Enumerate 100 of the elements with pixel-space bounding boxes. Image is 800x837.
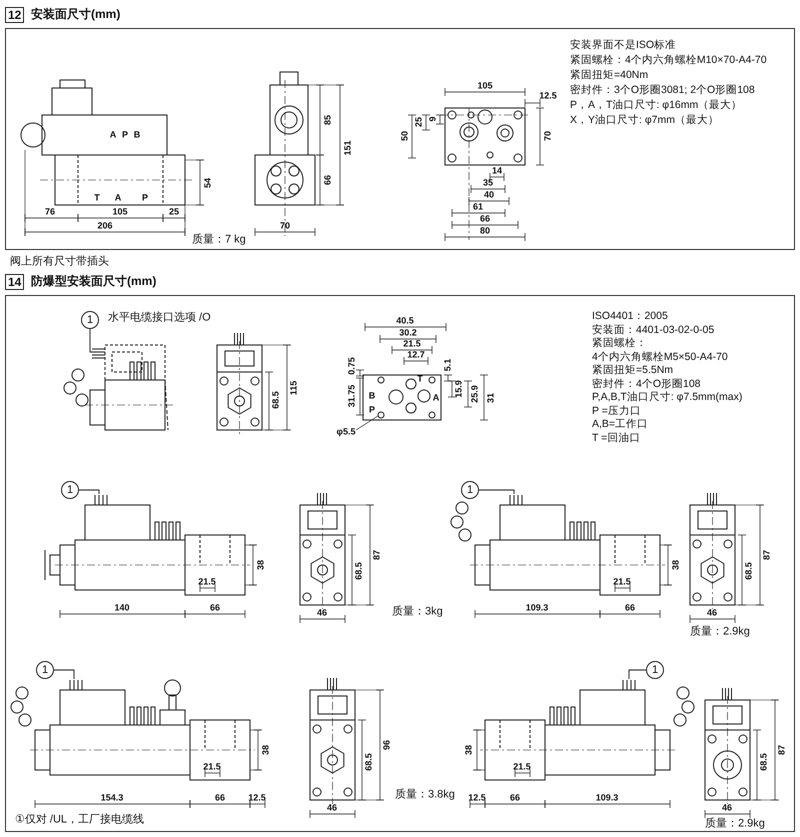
port-letter: B xyxy=(368,392,376,400)
dimension-label: 206 xyxy=(97,222,113,230)
dimension-label: 15.9 xyxy=(454,380,464,398)
port-letter: P xyxy=(369,406,375,414)
note-text: ISO4401：2005 xyxy=(592,310,668,322)
dimension-label: 80 xyxy=(480,226,490,236)
dimension-label: 38 xyxy=(672,560,680,570)
weight-text: 质量：3.8kg xyxy=(395,790,455,800)
note-text: X，Y油口尺寸: φ7mm（最大） xyxy=(570,114,719,126)
dimension-label: 76 xyxy=(45,208,55,216)
port-letter: B xyxy=(134,130,140,140)
dimension-label: 40.5 xyxy=(396,316,414,326)
dimension-label: 5.1 xyxy=(444,358,452,372)
dimension-label: 68.5 xyxy=(760,753,768,771)
callout-circle: 1 xyxy=(81,311,99,329)
note-text: T =回油口 xyxy=(592,432,640,443)
dimension-label: 46 xyxy=(722,804,732,812)
section-number: 14 xyxy=(5,274,24,290)
dimension-label: 68.5 xyxy=(354,562,364,580)
dimension-label: 25 xyxy=(414,117,424,127)
dimension-label: φ5.5 xyxy=(336,428,356,436)
dimension-label: 50 xyxy=(400,131,410,141)
dimension-label: 0.75 xyxy=(348,357,356,375)
dimension-label: 14 xyxy=(492,166,502,176)
dimension-label: 21.5 xyxy=(513,762,531,772)
dimension-label: 12.7 xyxy=(407,350,425,360)
dimension-label: 21.5 xyxy=(403,340,421,348)
port-letter: P xyxy=(122,130,128,140)
port-letter: A xyxy=(110,130,116,140)
note-text: P,A,B,T油口尺寸: φ7.5mm(max) xyxy=(592,392,742,402)
dimension-label: 35 xyxy=(483,178,493,188)
note-text: 紧固螺栓：4个内六角螺栓M10×70-A4-70 xyxy=(570,54,767,66)
dimension-label: 109.3 xyxy=(526,604,548,612)
dimension-label: 66 xyxy=(510,794,520,802)
dimension-label: 66 xyxy=(480,214,490,224)
dimension-label: 66 xyxy=(210,604,220,612)
weight-text: 质量：7 kg xyxy=(192,234,246,246)
dimension-label: 68.5 xyxy=(364,753,374,771)
dimension-label: 12.5 xyxy=(468,794,486,802)
dimension-label: 70 xyxy=(280,222,290,230)
dimension-label: 70 xyxy=(544,131,552,141)
callout-circle: 1 xyxy=(36,661,54,679)
dimension-label: 87 xyxy=(762,550,772,560)
weight-text: 质量：2.9kg xyxy=(690,626,750,638)
dimension-label: 46 xyxy=(327,804,337,812)
dimension-label: 66 xyxy=(215,794,225,802)
section-title: 安装面尺寸(mm) xyxy=(31,8,120,20)
weight-text: 质量：2.9kg xyxy=(705,818,765,830)
note-text: 安装界面不是ISO标准 xyxy=(570,40,676,50)
dimension-label: 21.5 xyxy=(203,762,221,772)
footnote: ①仅对 /UL，工厂接电缆线 xyxy=(15,814,144,826)
dimension-label: 21.5 xyxy=(198,578,216,586)
dimension-label: 154.3 xyxy=(100,794,124,802)
dimension-label: 105 xyxy=(112,208,128,216)
port-letter: T xyxy=(417,374,423,384)
port-letter: A xyxy=(114,194,122,202)
leader-line xyxy=(90,328,94,352)
dimension-label: 68.5 xyxy=(744,562,754,580)
port-letter: P xyxy=(142,194,148,202)
dimension-label: 21.5 xyxy=(613,578,631,586)
dimension-label: 66 xyxy=(324,175,332,185)
dimension-label: 54 xyxy=(204,178,212,188)
dimension-label: 46 xyxy=(317,608,327,618)
port-letter: T xyxy=(94,194,100,202)
dimension-label: 140 xyxy=(114,604,130,612)
callout-circle: 1 xyxy=(646,661,664,679)
note-text: 紧固扭矩=5.5Nm xyxy=(592,364,674,376)
dimension-label: 25 xyxy=(169,208,179,216)
dimension-label: 30.2 xyxy=(399,328,417,338)
dimension-label: 12.5 xyxy=(248,794,266,802)
dimension-label: 25.9 xyxy=(470,385,480,403)
callout-circle: 1 xyxy=(61,481,79,499)
note-text: A,B=工作口 xyxy=(592,418,648,430)
section-title: 防爆型安装面尺寸(mm) xyxy=(31,275,156,287)
note-text: 紧固螺栓： xyxy=(592,338,647,348)
dimension-label: 66 xyxy=(625,604,635,612)
dimension-label: 61 xyxy=(473,202,483,212)
dimension-label: 68.5 xyxy=(272,391,280,409)
note-text: 密封件：3个O形圈3081; 2个O形圈108 xyxy=(570,84,755,96)
dimension-label: 38 xyxy=(464,745,474,755)
callout-circle: 1 xyxy=(461,481,479,499)
caption-text: 水平电缆接口选项 /O xyxy=(108,312,211,324)
note-text: 紧固扭矩=40Nm xyxy=(570,70,648,80)
dimension-label: 31 xyxy=(486,393,496,403)
dimension-label: 31.75 xyxy=(348,384,356,408)
dimension-label: 96 xyxy=(382,740,392,750)
dimension-label: 87 xyxy=(778,745,786,755)
section-number: 12 xyxy=(5,7,24,23)
dimension-label: 109.3 xyxy=(596,794,618,802)
note-text: P =压力口 xyxy=(592,405,641,416)
leader-line xyxy=(78,490,100,494)
leader-line xyxy=(628,670,646,680)
dimension-label: 151 xyxy=(344,140,352,156)
dimension-label: 87 xyxy=(372,550,382,560)
leader-line xyxy=(478,490,514,494)
leader-line xyxy=(54,670,74,680)
weight-text: 质量：3kg xyxy=(392,606,443,618)
dimension-label: 46 xyxy=(707,608,717,618)
dimension-label: 40 xyxy=(484,190,494,200)
dimension-label: 9 xyxy=(428,116,438,122)
